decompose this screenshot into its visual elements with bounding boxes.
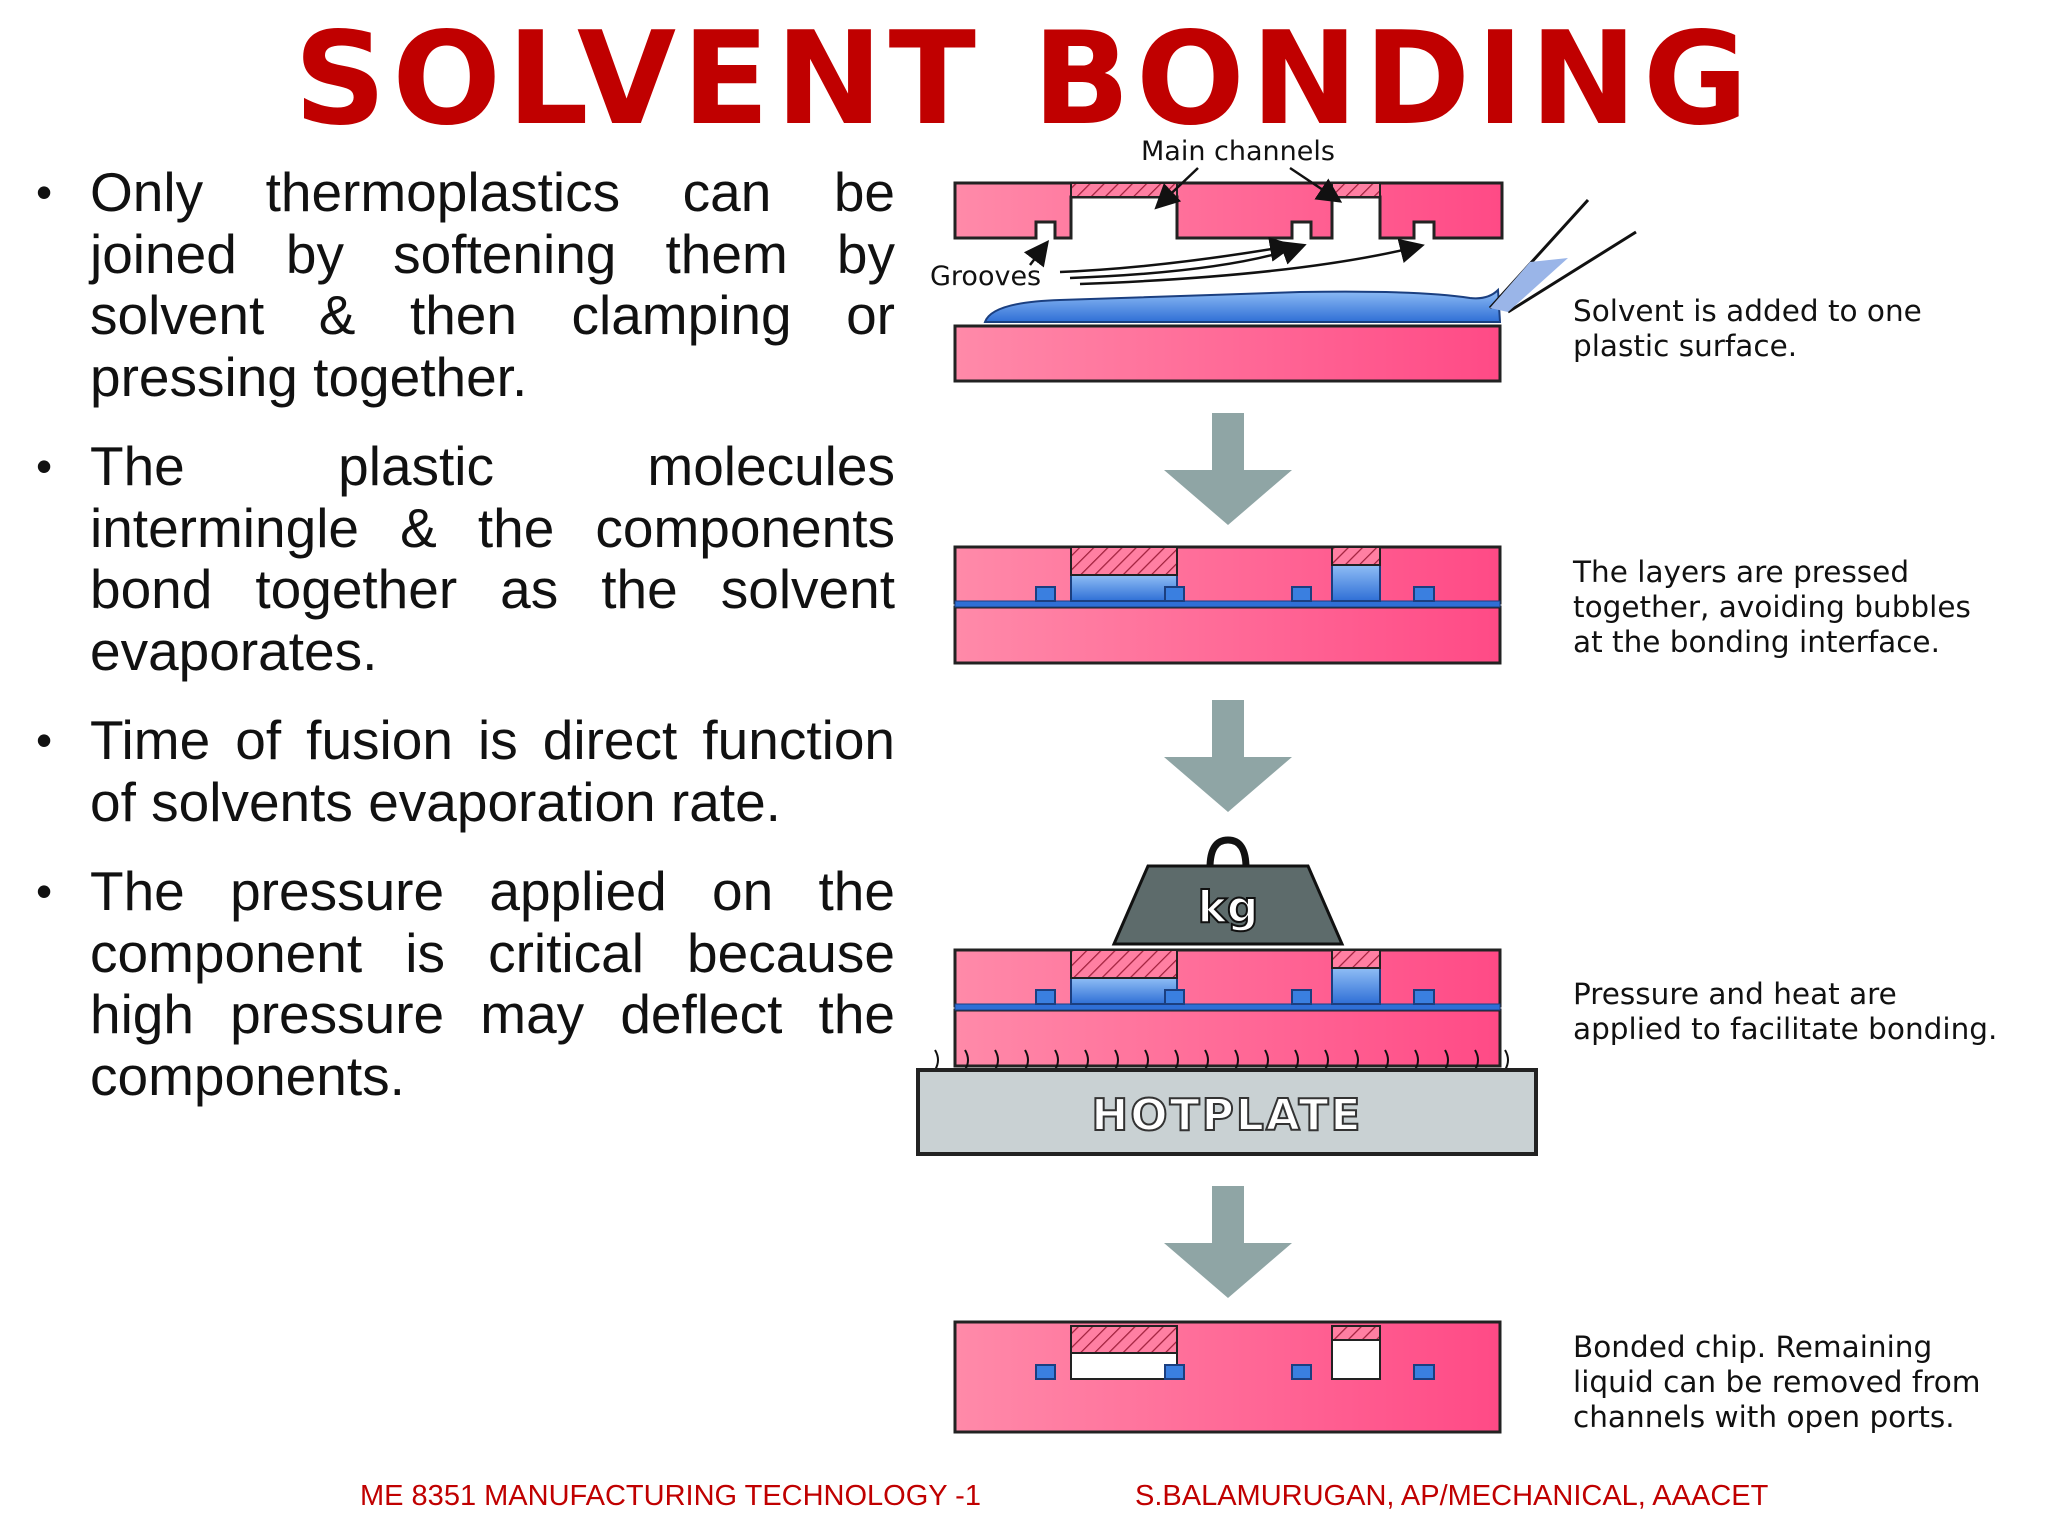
down-arrow-icon [1164,1186,1292,1298]
down-arrow-icon [1164,700,1292,812]
caption-line: Bonded chip. Remaining [1573,1330,1933,1364]
groove-arrow [1023,240,1050,268]
bullet-item: • The plastic molecules intermingle & the… [30,435,895,682]
pipette-icon [1488,198,1637,314]
bullet-dot: • [36,714,53,766]
slide-title: SOLVENT BONDING [294,5,1754,154]
caption-line: Pressure and heat are [1573,977,1897,1011]
weight-label: kg [1198,882,1259,933]
step1-bottom-layer [953,324,1502,383]
step2-stack [953,545,1502,665]
main-channels-label: Main channels [1141,136,1335,167]
caption-line: plastic surface. [1573,329,1798,363]
hotplate [916,1068,1538,1156]
bullet-dot: • [36,440,53,492]
down-arrow-icon [1164,413,1292,525]
caption-line: liquid can be removed from [1573,1365,1981,1399]
caption-line: applied to facilitate bonding. [1573,1012,1998,1046]
main-channel-arrow [1289,166,1343,203]
bullet-text: Only thermoplastics can be joined by sof… [90,161,895,408]
groove-arrow [1069,241,1307,280]
caption-line: together, avoiding bubbles [1573,590,1971,624]
bullet-text: The pressure applied on the component is… [90,860,895,1107]
bullet-item: • Time of fusion is direct function of so… [30,709,895,833]
bullet-item: • Only thermoplastics can be joined by so… [30,161,895,408]
groove-arrow [1059,237,1295,274]
caption-step2: The layers are pressed together, avoidin… [1573,555,1971,660]
footer-author: S.BALAMURUGAN, AP/MECHANICAL, AAACET [1135,1480,1769,1512]
solvent-layer [983,287,1502,323]
bullet-item: • The pressure applied on the component i… [30,860,895,1107]
caption-line: The layers are pressed [1573,555,1910,589]
groove-arrow [1079,238,1425,286]
bullet-list: • Only thermoplastics can be joined by so… [30,161,895,1135]
caption-line: Solvent is added to one [1573,294,1922,328]
weight-icon [1111,836,1345,946]
step3-stack [953,948,1502,1068]
footer-course: ME 8351 MANUFACTURING TECHNOLOGY -1 [360,1480,981,1512]
bullet-dot: • [36,166,53,218]
caption-step4: Bonded chip. Remaining liquid can be rem… [1573,1330,1981,1435]
hotplate-label: HOTPLATE [1091,1090,1362,1141]
bullet-text: Time of fusion is direct function of sol… [90,709,895,833]
bullet-text: The plastic molecules intermingle & the … [90,435,895,682]
step1-top-layer [953,181,1504,240]
caption-line: channels with open ports. [1573,1400,1955,1434]
caption-line: at the bonding interface. [1573,625,1940,659]
grooves-label: Grooves [930,261,1041,292]
bullet-dot: • [36,865,53,917]
caption-step1: Solvent is added to one plastic surface. [1573,294,1922,364]
bonded-chip [953,1320,1502,1434]
main-channel-arrow [1154,167,1199,210]
caption-step3: Pressure and heat are applied to facilit… [1573,977,1997,1047]
